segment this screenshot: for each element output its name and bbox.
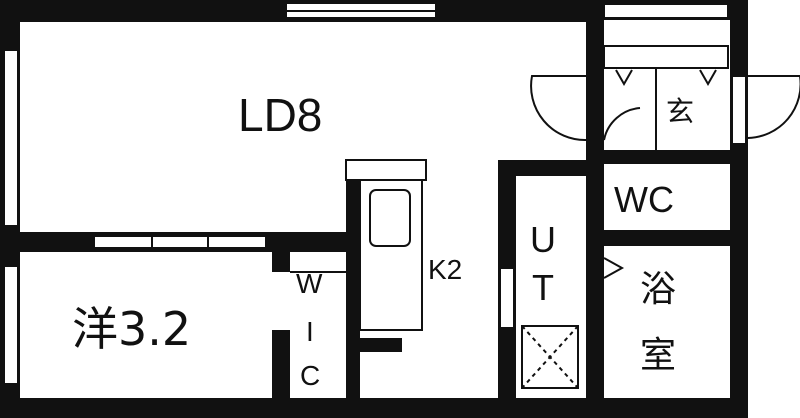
wall-core-left	[586, 0, 604, 400]
room-label-wic-i: I	[306, 316, 314, 347]
washer-cross-2	[521, 325, 579, 389]
wall-kitchen-left	[346, 160, 360, 400]
room-label-wc: WC	[614, 179, 674, 220]
wall-right	[730, 0, 748, 418]
room-label-utility-t: T	[532, 267, 554, 308]
window-right	[731, 75, 747, 145]
room-label-bath-2: 室	[640, 335, 677, 376]
wall-wc-bottom	[586, 230, 748, 246]
washer-pan	[521, 325, 579, 389]
bath-door-mark	[603, 257, 625, 279]
utility-door-panel	[499, 267, 515, 329]
fixtures	[290, 45, 800, 389]
wall-entry-bottom	[586, 150, 748, 164]
kitchen-sink	[369, 189, 411, 247]
wall-bottom	[0, 398, 748, 418]
window-interior	[93, 235, 267, 249]
room-label-utility-u: U	[530, 219, 556, 260]
entrance-door-arc-right	[747, 75, 800, 139]
room-label-wic-c: C	[300, 360, 321, 391]
room-label-western: 洋3.2	[72, 302, 192, 356]
room-label-kitchen: K2	[428, 254, 463, 285]
window-entrance-top	[603, 3, 729, 19]
room-label-bath-1: 浴	[640, 269, 677, 310]
wall-utility-top	[498, 160, 590, 176]
room-label-wic-w: W	[296, 268, 323, 299]
room-label-entrance: 玄	[666, 95, 695, 128]
wall-kitchen-bottom	[346, 338, 402, 352]
window-left-upper	[3, 49, 19, 227]
windows	[3, 2, 747, 385]
wall-wic-left	[272, 232, 290, 272]
entrance-door-arc-left	[530, 75, 587, 142]
shoe-mark-left	[615, 69, 633, 87]
room-label-ld: LD8	[238, 89, 323, 141]
shoe-mark-right	[699, 69, 717, 87]
wall-wic-left-lower	[272, 330, 290, 400]
window-left-lower	[3, 265, 19, 385]
shoe-box	[603, 45, 729, 69]
kitchen-hood	[345, 159, 427, 181]
entrance-inner-arc	[603, 107, 641, 141]
